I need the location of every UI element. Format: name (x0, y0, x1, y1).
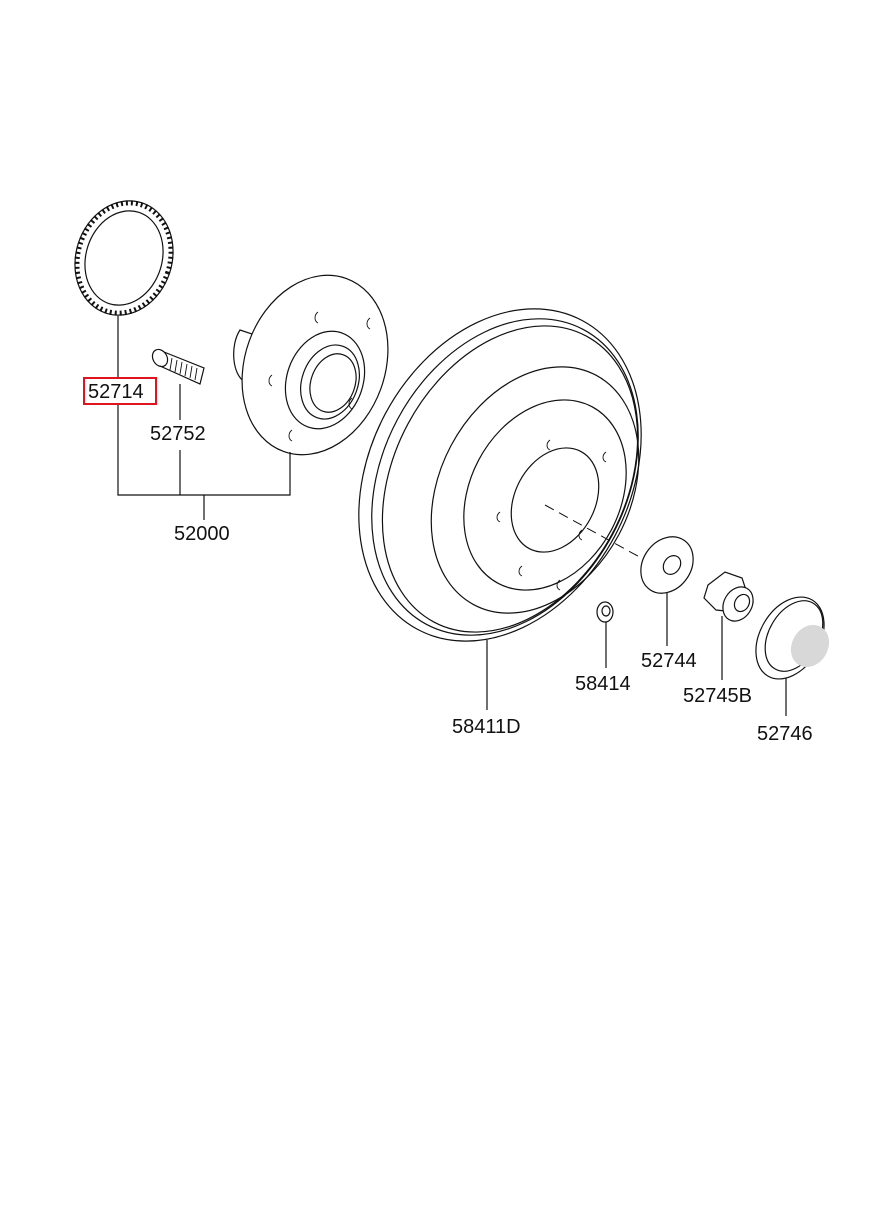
label-58411D[interactable]: 58411D (452, 716, 521, 738)
label-52714[interactable]: 52714 (88, 381, 144, 403)
highlight-box (83, 377, 157, 405)
label-52000[interactable]: 52000 (174, 523, 230, 545)
label-52744[interactable]: 52744 (641, 650, 697, 672)
label-58414[interactable]: 58414 (575, 673, 631, 695)
leader-lines (117, 316, 787, 716)
label-52746[interactable]: 52746 (757, 723, 813, 745)
wheel-hub[interactable] (218, 255, 412, 476)
abs-tone-ring[interactable] (60, 188, 187, 328)
axis-line (544, 504, 646, 561)
brake-disc[interactable] (303, 259, 697, 690)
label-52752[interactable]: 52752 (150, 423, 206, 445)
disc-screw[interactable] (596, 601, 614, 623)
label-52745B[interactable]: 52745B (683, 685, 752, 707)
lock-nut[interactable] (703, 571, 759, 627)
hub-bolt[interactable] (149, 347, 205, 385)
hub-cap[interactable] (742, 585, 838, 691)
washer[interactable] (630, 527, 704, 604)
